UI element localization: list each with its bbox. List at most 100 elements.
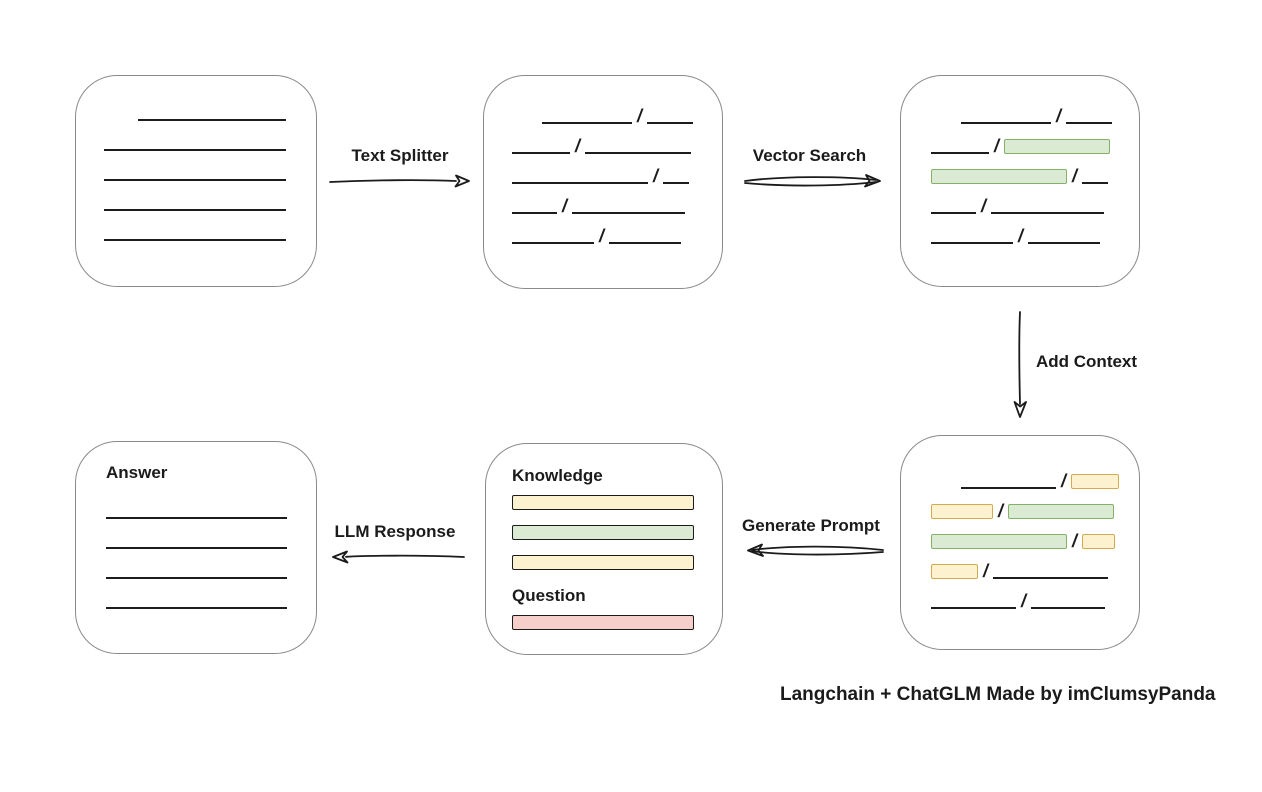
text-line-row	[106, 549, 316, 579]
chunk-row: /	[931, 579, 1139, 611]
chunk-separator: /	[562, 196, 568, 216]
box-answer: Answer	[75, 441, 317, 654]
chunk-separator: /	[994, 136, 1000, 156]
green-bar	[512, 525, 694, 540]
text-line	[104, 149, 286, 151]
answer-lines	[106, 489, 316, 609]
box-source-document	[75, 75, 317, 287]
chunk-line	[991, 212, 1105, 214]
text-line-row	[104, 91, 316, 121]
chunk-row: /	[931, 94, 1139, 125]
chunk-separator: /	[599, 226, 605, 246]
text-splitter-label: Text Splitter	[351, 146, 449, 165]
red-bar	[512, 615, 694, 630]
chunk-row: /	[512, 94, 722, 126]
chunk-line	[512, 152, 570, 154]
chunk-row: /	[931, 154, 1139, 186]
llm-response-label: LLM Response	[334, 522, 456, 541]
yellow-bar	[512, 555, 694, 570]
highlight-chunk-green	[931, 534, 1067, 549]
text-line-row	[104, 181, 316, 211]
highlight-chunk-green	[931, 169, 1067, 184]
chunk-line	[1066, 122, 1113, 124]
chunk-line	[585, 152, 692, 154]
generate-prompt-label: Generate Prompt	[742, 516, 880, 535]
vector-search-label: Vector Search	[752, 146, 867, 165]
chunk-line	[647, 122, 694, 124]
highlight-chunk-green	[1004, 139, 1111, 154]
chunk-row: /	[512, 154, 722, 186]
question-bars	[512, 615, 722, 630]
knowledge-label: Knowledge	[512, 466, 603, 485]
chunk-line	[931, 607, 1016, 609]
chunk-line	[663, 182, 690, 184]
vector-search-arrow-icon	[744, 174, 881, 188]
chunk-line	[1028, 242, 1101, 244]
chunk-line	[961, 487, 1056, 489]
box-prompt: Knowledge Question	[485, 443, 723, 655]
chunk-row: /	[931, 519, 1139, 551]
caption: Langchain + ChatGLM Made by imClumsyPand…	[780, 684, 1216, 705]
chunk-row: /	[512, 184, 722, 216]
chunk-line	[931, 152, 989, 154]
text-line-row	[106, 489, 316, 519]
add-context-label: Add Context	[1036, 352, 1138, 371]
llm-response-arrow-icon	[332, 550, 465, 564]
text-splitter-arrow-icon	[329, 174, 470, 188]
chunk-row: /	[931, 549, 1139, 581]
chunk-line	[512, 242, 594, 244]
text-line	[106, 547, 287, 549]
box-text-chunks: / / / / /	[483, 75, 723, 289]
chunk-separator: /	[998, 501, 1004, 521]
text-line-row	[106, 519, 316, 549]
chunk-separator: /	[653, 166, 659, 186]
chunk-line	[512, 182, 648, 184]
chunk-row: /	[931, 124, 1139, 156]
chunk-line	[931, 212, 976, 214]
text-line-row	[104, 151, 316, 181]
chunk-separator: /	[1021, 591, 1027, 611]
add-context-arrow-icon	[1013, 311, 1027, 418]
generate-prompt-arrow-icon	[747, 543, 884, 557]
chunk-separator: /	[1072, 531, 1078, 551]
chunk-separator: /	[983, 561, 989, 581]
chunk-row: /	[931, 184, 1139, 216]
chunk-row: /	[512, 124, 722, 156]
chunk-separator: /	[637, 106, 643, 126]
highlight-chunk-green	[1008, 504, 1115, 519]
chunk-line	[961, 122, 1051, 124]
chunk-row: /	[931, 459, 1139, 491]
chunk-separator: /	[1018, 226, 1024, 246]
chunk-line	[609, 242, 682, 244]
chunk-row: /	[512, 214, 722, 246]
chunk-separator: /	[1072, 166, 1078, 186]
highlight-chunk-yellow	[931, 504, 993, 519]
chunk-separator: /	[981, 196, 987, 216]
text-line-row	[104, 121, 316, 151]
chunk-line	[931, 242, 1013, 244]
text-line	[104, 209, 286, 211]
chunk-line	[542, 122, 632, 124]
highlight-chunk-yellow	[931, 564, 978, 579]
text-line	[106, 607, 287, 609]
chunk-separator: /	[1061, 471, 1067, 491]
chunk-line	[1031, 607, 1106, 609]
highlight-chunk-yellow	[1082, 534, 1116, 549]
yellow-bar	[512, 495, 694, 510]
box-search-result: / / / / /	[900, 75, 1140, 287]
chunk-line	[1082, 182, 1109, 184]
answer-label: Answer	[106, 463, 168, 482]
chunk-line	[993, 577, 1109, 579]
knowledge-bars	[512, 495, 722, 570]
chunk-row: /	[931, 489, 1139, 521]
chunk-separator: /	[575, 136, 581, 156]
text-line-row	[106, 579, 316, 609]
text-line	[138, 119, 286, 121]
chunk-line	[572, 212, 686, 214]
question-label: Question	[512, 586, 586, 605]
text-line-row	[104, 211, 316, 241]
chunk-row: /	[931, 214, 1139, 246]
text-line	[106, 517, 287, 519]
highlight-chunk-yellow	[1071, 474, 1120, 489]
